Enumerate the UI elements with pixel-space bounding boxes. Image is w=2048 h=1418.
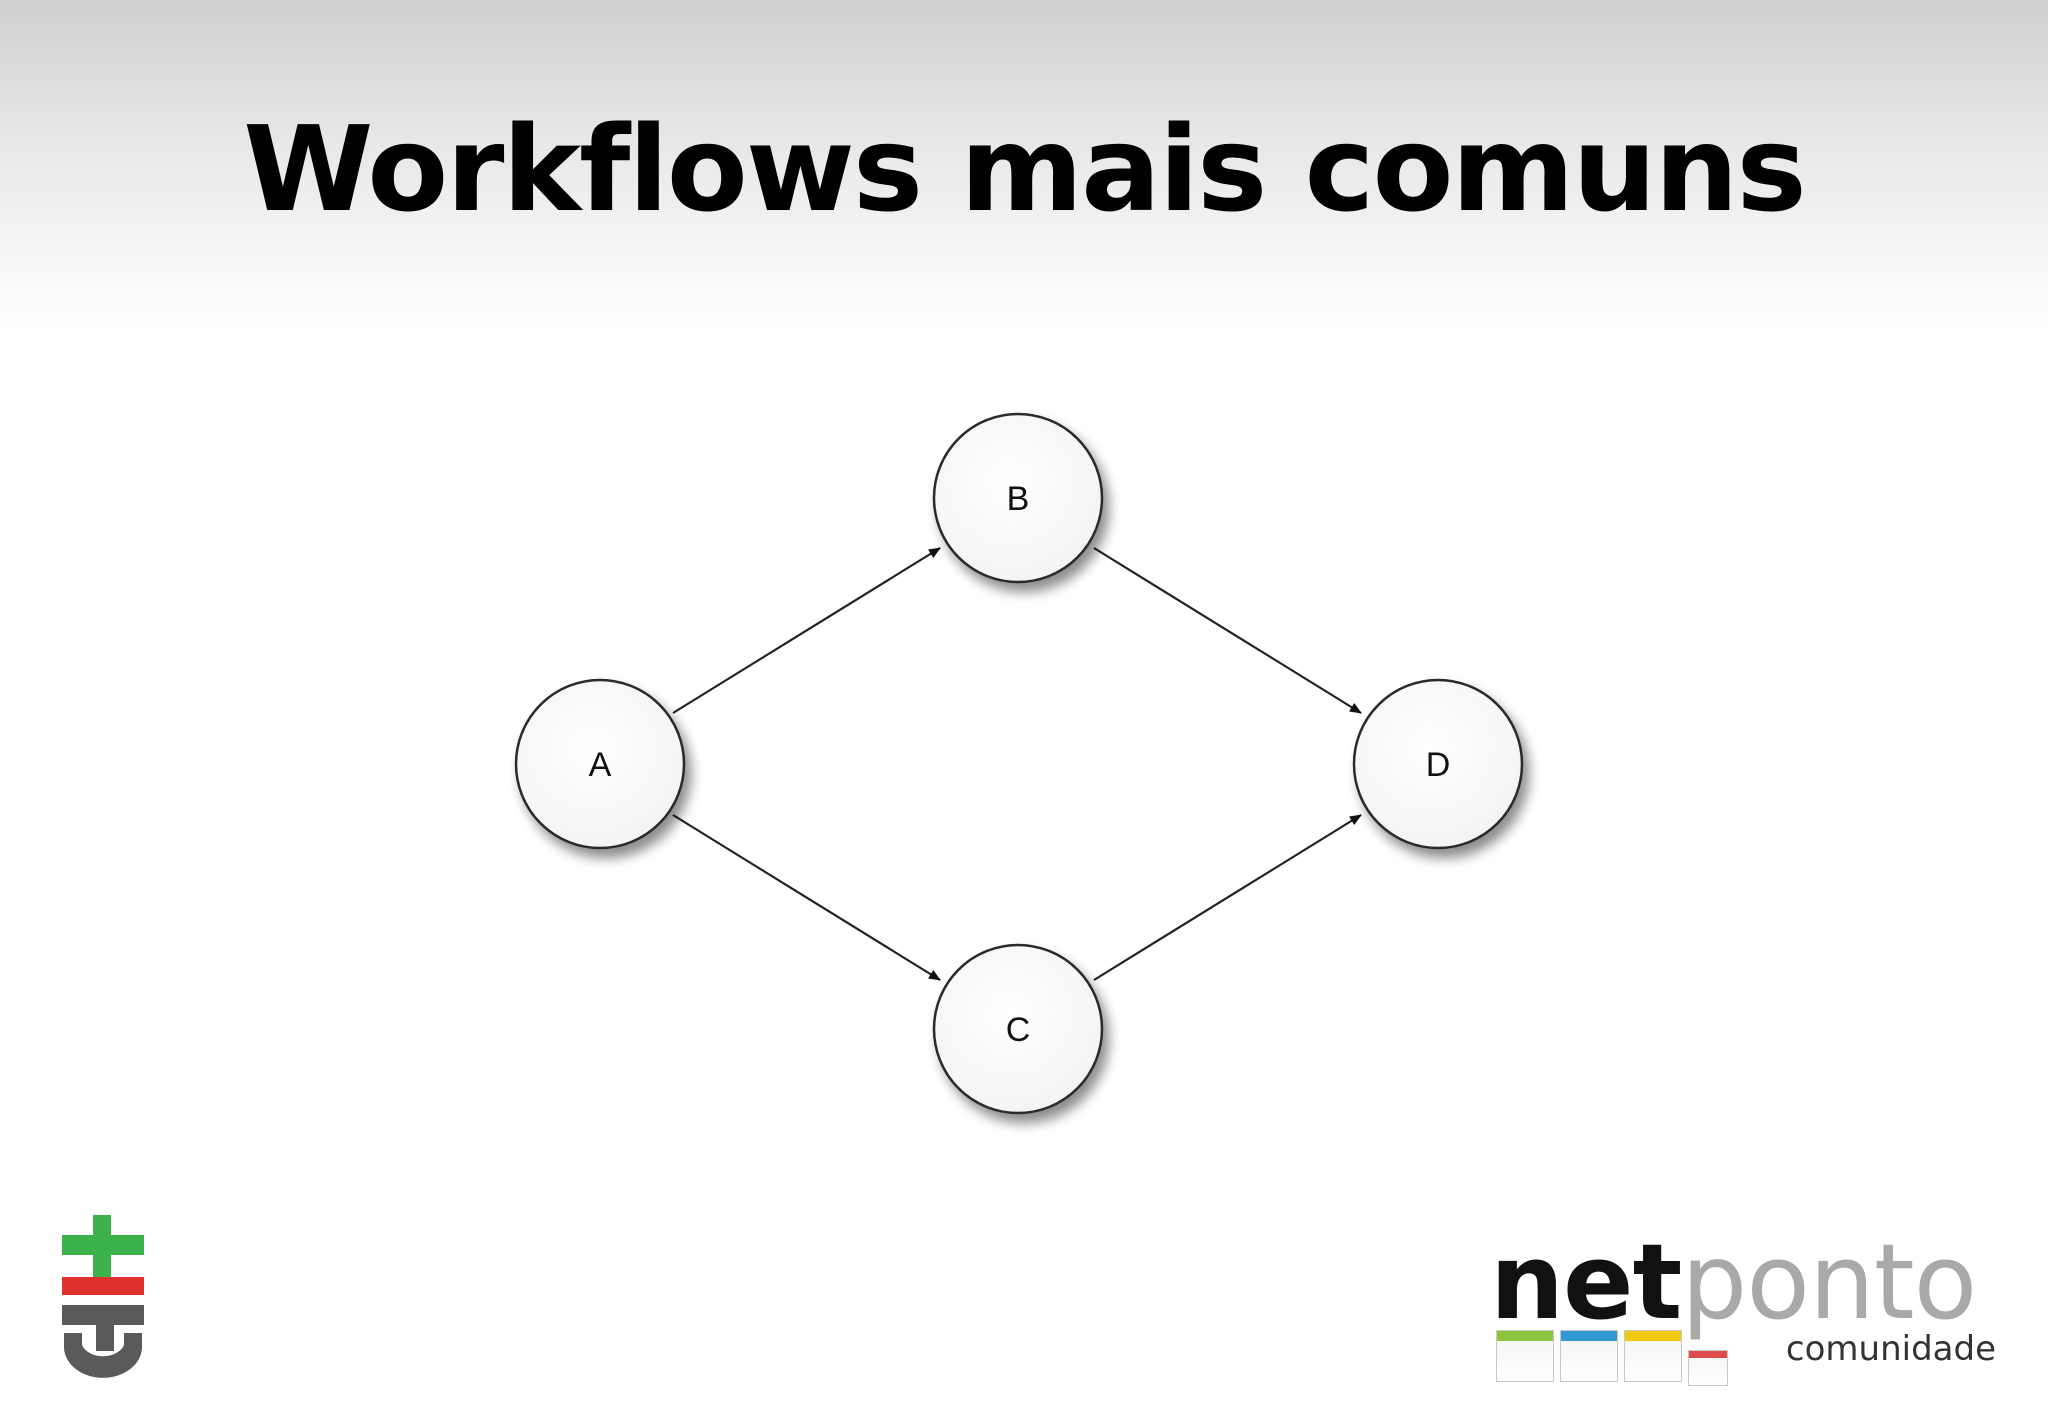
node-a: A [514,678,686,850]
header-band [0,0,2048,330]
node-b: B [932,412,1104,584]
netponto-boxes [1496,1330,1756,1390]
edge-a-c [672,814,941,981]
netponto-wordmark: netponto [1490,1230,1977,1334]
node-d: D [1352,678,1524,850]
slide-title: Workflows mais comuns [243,100,1806,238]
node-a-label: A [589,746,612,784]
netponto-word-net: net [1490,1221,1682,1343]
node-c: C [932,943,1104,1115]
edge-a-b [672,547,941,714]
node-d-label: D [1426,746,1451,784]
git-plus-icon [62,1215,144,1378]
netponto-logo: netponto comunidade [1490,1230,2010,1390]
netponto-box-red [1688,1350,1728,1386]
edge-b-d [1093,547,1362,714]
netponto-tagline: comunidade [1785,1329,1996,1369]
netponto-box-green [1496,1330,1554,1382]
netponto-box-blue [1560,1330,1618,1382]
edge-c-d [1093,814,1362,981]
netponto-word-ponto: ponto [1681,1221,1977,1343]
node-b-label: B [1007,480,1030,518]
netponto-box-yellow [1624,1330,1682,1382]
node-c-label: C [1006,1011,1031,1049]
